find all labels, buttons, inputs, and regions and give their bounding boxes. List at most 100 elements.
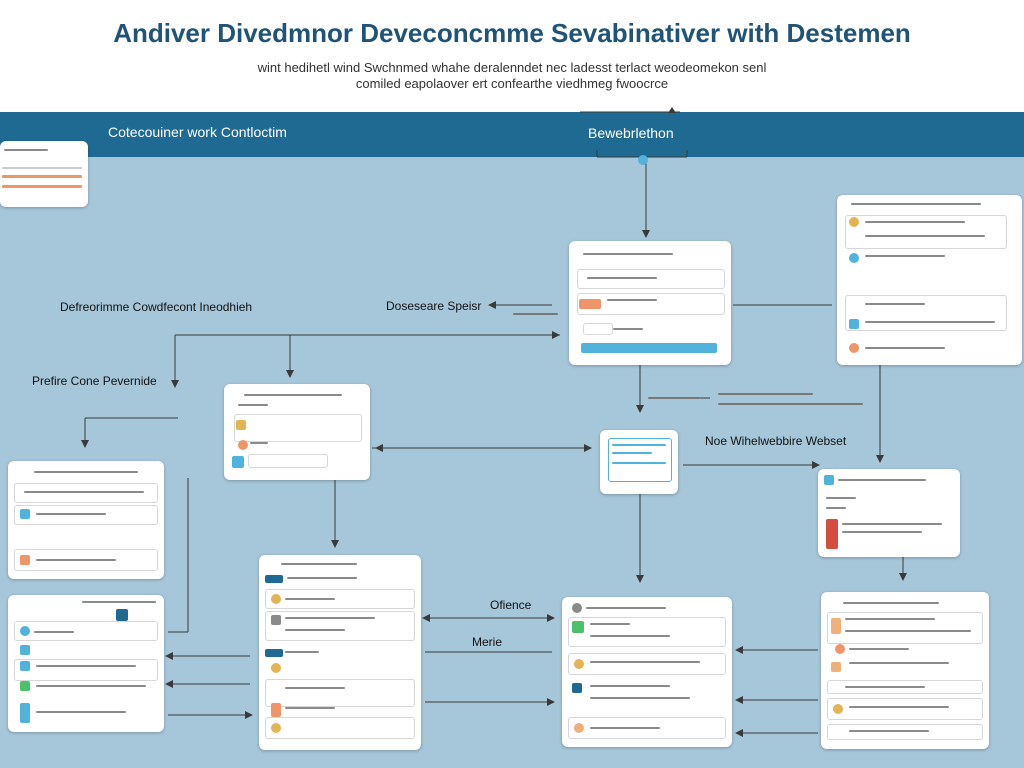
placeholder-line — [718, 403, 863, 405]
list-row — [827, 698, 983, 720]
list-row — [234, 414, 362, 442]
placeholder-line — [513, 313, 558, 315]
placeholder-line — [718, 393, 813, 395]
action-button[interactable] — [581, 343, 717, 353]
placeholder-line — [865, 221, 965, 223]
placeholder-line — [285, 651, 319, 653]
card-middle-left — [224, 384, 370, 480]
placeholder-line — [36, 665, 136, 667]
status-dot-icon — [271, 594, 281, 604]
card-bottom-right — [821, 592, 989, 749]
placeholder-line — [648, 397, 700, 399]
gray-icon — [271, 615, 281, 625]
placeholder-line — [849, 706, 949, 708]
card-center-small — [600, 430, 678, 494]
card-top-left — [0, 141, 88, 207]
status-dot-icon — [849, 217, 859, 227]
status-dot-icon — [835, 644, 845, 654]
placeholder-line — [590, 661, 700, 663]
list-row — [248, 454, 328, 468]
blue-icon — [20, 509, 30, 519]
placeholder-line — [590, 697, 690, 699]
placeholder-line — [590, 635, 670, 637]
status-dot-icon — [574, 659, 584, 669]
placeholder-line — [36, 711, 126, 713]
placeholder-line — [285, 687, 345, 689]
list-row — [265, 679, 415, 707]
status-dot-icon — [20, 626, 30, 636]
placeholder-line — [4, 149, 48, 151]
placeholder-line — [238, 404, 268, 406]
list-row — [568, 717, 726, 739]
label-ofience: Ofience — [490, 598, 532, 612]
placeholder-line — [250, 442, 268, 444]
placeholder-line — [849, 662, 949, 664]
placeholder-line — [843, 602, 939, 604]
placeholder-line — [845, 630, 971, 632]
placeholder-line — [826, 497, 856, 499]
band-left-label: Cotecouiner work Contloctim — [108, 124, 287, 140]
placeholder-line — [34, 471, 138, 473]
orange-icon — [20, 555, 30, 565]
card-left-middle — [8, 461, 164, 579]
placeholder-line — [838, 479, 926, 481]
list-row — [827, 680, 983, 694]
list-row — [845, 295, 1007, 331]
placeholder-line — [851, 203, 981, 205]
blue-icon — [849, 319, 859, 329]
status-dot-icon — [271, 723, 281, 733]
placeholder-line — [590, 623, 630, 625]
list-row — [265, 717, 415, 739]
list-row — [845, 215, 1007, 249]
blue-icon — [824, 475, 834, 485]
placeholder-line — [865, 347, 945, 349]
placeholder-line — [34, 631, 74, 633]
placeholder-line — [613, 328, 643, 330]
card-bottom-middle-left — [259, 555, 421, 750]
card-right-middle — [818, 469, 960, 557]
placeholder-line — [842, 531, 922, 533]
placeholder-line — [590, 727, 660, 729]
placeholder-line — [612, 444, 666, 446]
label-merie: Merie — [472, 635, 503, 649]
placeholder-line — [82, 601, 156, 603]
status-dot-icon — [572, 603, 582, 613]
placeholder-line — [244, 394, 342, 396]
band-right-label: Bewebrlethon — [588, 125, 674, 141]
placeholder-line — [586, 607, 666, 609]
orange-icon — [831, 662, 841, 672]
placeholder-line — [607, 299, 657, 301]
card-left-bottom — [8, 595, 164, 732]
placeholder-line — [587, 277, 657, 279]
blue-icon — [20, 703, 30, 723]
placeholder-line — [612, 462, 666, 464]
placeholder-line — [287, 577, 357, 579]
subtitle-line-1: wint hedihetl wind Swchnmed whahe derale… — [257, 60, 767, 75]
placeholder-line — [590, 685, 670, 687]
status-dot-icon — [271, 663, 281, 673]
list-row — [265, 589, 415, 609]
placeholder-line — [865, 255, 945, 257]
list-row — [577, 293, 725, 315]
blue-icon — [20, 645, 30, 655]
placeholder-line — [36, 513, 106, 515]
card-top-right — [837, 195, 1022, 365]
orange-icon — [831, 618, 841, 634]
list-row — [583, 323, 613, 335]
placeholder-line — [865, 303, 925, 305]
progress-bar — [2, 175, 82, 178]
list-row — [265, 611, 415, 641]
card-top-middle — [569, 241, 731, 365]
green-icon — [20, 681, 30, 691]
status-dot-icon — [574, 723, 584, 733]
placeholder-line — [849, 648, 909, 650]
placeholder-line — [845, 686, 925, 688]
blue-icon — [265, 575, 283, 583]
placeholder-line — [842, 523, 942, 525]
placeholder-line — [285, 617, 375, 619]
list-row — [14, 505, 158, 525]
yellow-icon — [236, 420, 246, 430]
preview-frame — [608, 438, 672, 482]
list-row — [14, 621, 158, 641]
list-row — [827, 612, 983, 644]
